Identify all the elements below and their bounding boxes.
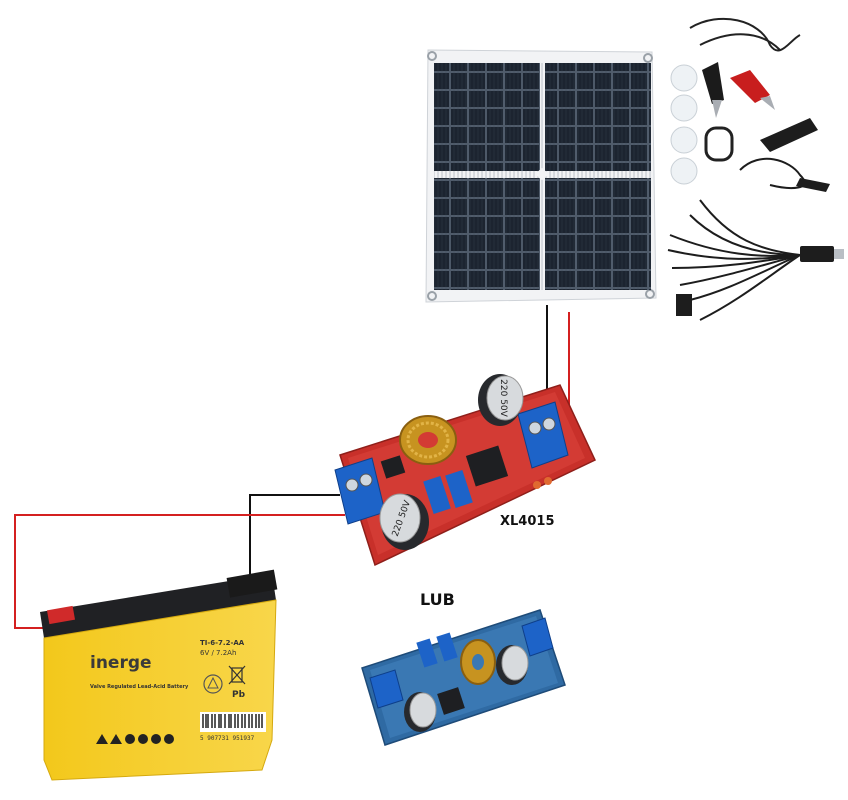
usb-plug-icon	[800, 246, 834, 262]
trimpot-icon	[423, 476, 451, 514]
crossed-bin-icon	[228, 665, 246, 685]
warning-icons	[96, 734, 174, 744]
chip-small-icon	[380, 455, 406, 479]
xl4015-module: 220 50V 220 50V	[334, 374, 596, 567]
battery-type: Valve Regulated Lead-Acid Battery	[90, 684, 189, 690]
alt-capacitor-icon	[404, 645, 529, 732]
battery-model: TI-6-7.2-AA	[200, 639, 245, 647]
alligator-clip-red	[730, 70, 775, 110]
carabiner-icon	[704, 126, 734, 162]
capacitor-output-icon: 220 50V	[379, 493, 429, 550]
alt-chip-icon	[437, 687, 465, 715]
trimpot-icon-2	[445, 470, 473, 508]
alt-inductor-icon	[460, 639, 496, 685]
alt-terminal-icon	[369, 617, 554, 709]
battery-pb: Pb	[232, 690, 246, 700]
inductor-icon	[399, 415, 457, 465]
alt-trimpot-icon	[416, 638, 438, 668]
recycle-icon	[203, 674, 223, 694]
output-terminal-icon	[334, 457, 386, 525]
barcode-icon	[200, 712, 266, 732]
usb-multi-cable	[667, 199, 801, 321]
solar-panel	[425, 49, 657, 303]
accessories	[667, 17, 844, 321]
module-label-xl4015: XL4015	[500, 514, 555, 529]
capacitor-input-icon: 220 50V	[478, 374, 524, 426]
alligator-clip-black	[702, 62, 724, 118]
input-terminal-icon	[517, 401, 569, 469]
alternative-module	[361, 609, 566, 746]
positive-terminal-icon	[46, 605, 76, 625]
battery-spec: 6V / 7.2Ah	[200, 649, 236, 657]
wire-battery-negative	[249, 494, 340, 582]
capacitor-input-label: 220 50V	[498, 379, 508, 417]
car-charger-plug	[739, 118, 830, 192]
battery-brand: inerge	[90, 653, 152, 673]
suction-cups	[670, 64, 698, 185]
label-or: LUB	[420, 590, 455, 609]
barcode-digits: 5 907731 951937	[200, 735, 255, 742]
chip-icon	[465, 445, 509, 487]
battery: inerge TI-6-7.2-AA 6V / 7.2Ah Valve Regu…	[40, 569, 278, 781]
wire-battery-positive	[14, 514, 345, 629]
